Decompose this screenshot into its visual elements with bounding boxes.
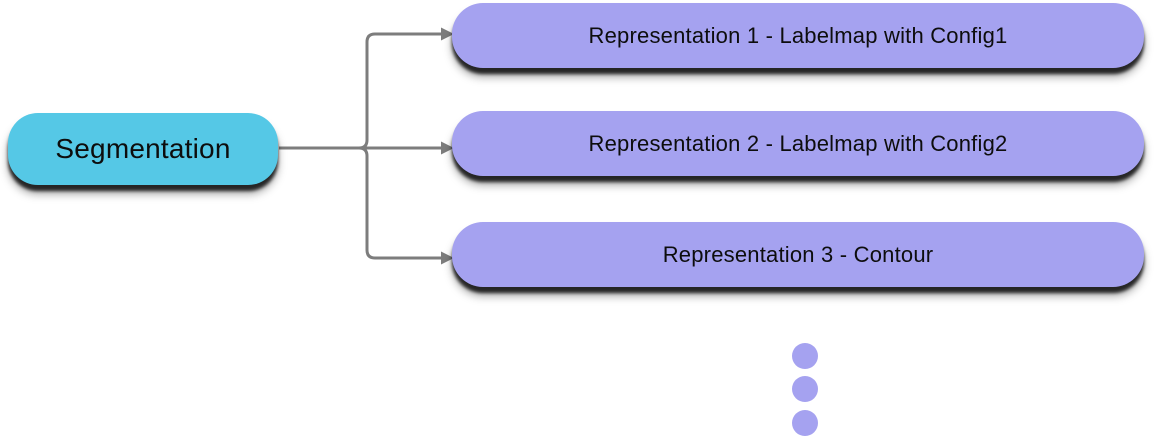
- segmentation-node: Segmentation: [8, 113, 278, 185]
- representation-node-1: Representation 1 - Labelmap with Config1: [452, 3, 1144, 68]
- representation-node-1-label: Representation 1 - Labelmap with Config1: [588, 22, 1008, 48]
- representation-node-3-label: Representation 3 - Contour: [662, 241, 934, 267]
- representation-node-2-label: Representation 2 - Labelmap with Config2: [588, 130, 1008, 156]
- representation-node-2: Representation 2 - Labelmap with Config2: [452, 111, 1144, 176]
- segmentation-node-label: Segmentation: [55, 133, 231, 164]
- ellipsis-dot: [792, 343, 818, 369]
- arrowhead-top-icon: [441, 27, 454, 41]
- arrowhead-bottom-icon: [441, 251, 454, 265]
- arrowhead-middle-icon: [441, 141, 454, 155]
- connector-top-line: [279, 32, 441, 150]
- connector-bottom-line: [279, 146, 441, 260]
- representation-node-3: Representation 3 - Contour: [452, 222, 1144, 287]
- ellipsis-dot: [792, 376, 818, 402]
- ellipsis-dot: [792, 410, 818, 436]
